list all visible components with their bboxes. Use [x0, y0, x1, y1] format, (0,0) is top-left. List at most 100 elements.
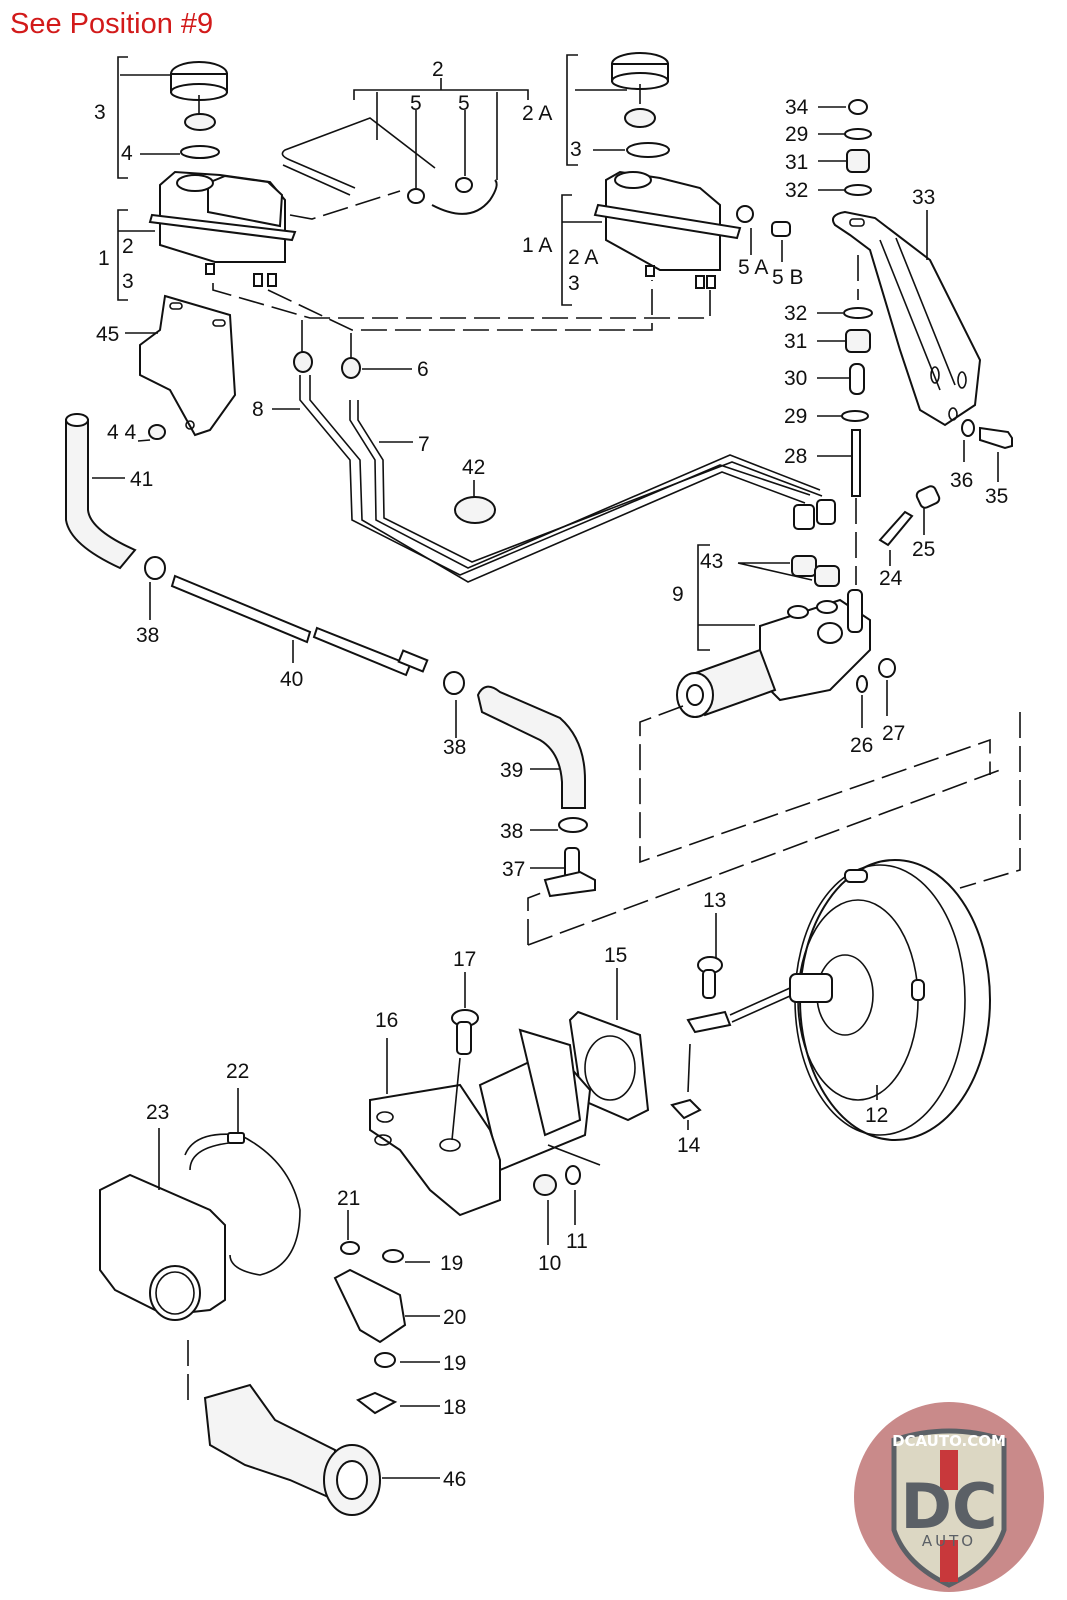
callout-label: 2 A — [568, 246, 598, 269]
fitting-37 — [543, 847, 596, 898]
clamp-38c — [558, 817, 588, 833]
callout-label: 14 — [677, 1134, 701, 1157]
grommet-42 — [454, 496, 496, 524]
callout-label: 1 — [98, 247, 110, 270]
callout-label: 10 — [538, 1252, 561, 1275]
callout-label: 3 — [122, 270, 134, 293]
callout-label: 19 — [440, 1252, 463, 1275]
callout-label: 25 — [912, 538, 935, 561]
callout-label: 23 — [146, 1101, 169, 1124]
callout-label: 2 A — [522, 102, 552, 125]
callout-label: 39 — [500, 759, 523, 782]
callout-label: 16 — [375, 1009, 398, 1032]
reservoir-right — [593, 170, 742, 289]
callout-label: 9 — [672, 583, 684, 606]
callout-label: 38 — [443, 736, 466, 759]
callout-label: 29 — [784, 405, 807, 428]
callout-label: 5 — [458, 92, 470, 115]
nut-10 — [533, 1174, 557, 1196]
callout-label: 3 — [570, 138, 582, 161]
clamp-5a — [736, 205, 754, 223]
callout-label: 5 B — [772, 266, 804, 289]
nut-27 — [878, 658, 896, 678]
callout-label: 29 — [785, 123, 808, 146]
bracket-2a — [566, 54, 578, 166]
callout-label: 11 — [566, 1230, 588, 1253]
callout-label: 37 — [502, 858, 525, 881]
bushing-46 — [203, 1383, 381, 1516]
callout-label: 34 — [785, 96, 809, 119]
pipe-40 — [170, 574, 429, 677]
cap-25 — [915, 485, 941, 509]
pedal-bracket-16 — [369, 1028, 592, 1217]
boot-23 — [99, 1173, 226, 1321]
bushing-21 — [340, 1241, 360, 1255]
callout-label: 38 — [136, 624, 159, 647]
reservoir-left — [148, 170, 297, 287]
clip-14 — [670, 1098, 702, 1120]
callout-label: 5 A — [738, 256, 768, 279]
brake-booster — [729, 859, 991, 1141]
callout-label: 15 — [604, 944, 627, 967]
bushing-19a — [382, 1249, 404, 1263]
callout-label: 31 — [785, 151, 808, 174]
callout-label: 42 — [462, 456, 485, 479]
brake-lines — [293, 351, 836, 583]
reservoir-cap-right — [611, 52, 670, 158]
callout-label: 22 — [226, 1060, 249, 1083]
bracket-9 — [697, 544, 710, 651]
callout-label: 31 — [784, 330, 807, 353]
logo-big-text: DC — [901, 1470, 998, 1543]
callout-label: 24 — [879, 567, 903, 590]
callout-label: 4 — [121, 142, 133, 165]
reservoir-cap-left — [170, 61, 228, 159]
callout-label: 45 — [96, 323, 119, 346]
callout-label: 26 — [850, 734, 873, 757]
callout-label: 20 — [443, 1306, 466, 1329]
callout-label: 2 — [122, 235, 134, 258]
bracket-45 — [139, 294, 237, 437]
clevis — [686, 1010, 732, 1034]
master-cylinder — [676, 555, 871, 718]
washer-36 — [961, 419, 975, 437]
logo-top-text: DCAUTO.COM — [892, 1432, 1006, 1450]
logo-stripe-top — [940, 1450, 958, 1490]
dcauto-logo: DCAUTO.COM DC AUTO — [854, 1402, 1044, 1592]
callout-label: 18 — [443, 1396, 466, 1419]
hose-39 — [476, 685, 586, 809]
callout-label: 13 — [703, 889, 726, 912]
pin-17 — [451, 1009, 479, 1055]
logo-shield — [891, 1428, 1007, 1588]
bolt-35 — [979, 426, 1013, 450]
bracket-1a — [561, 194, 572, 306]
screw-44 — [148, 424, 166, 440]
callout-label: 5 — [410, 92, 422, 115]
callout-label: 3 — [94, 101, 106, 124]
callout-label: 43 — [700, 550, 723, 573]
callout-label: 35 — [985, 485, 1008, 508]
callout-label: 41 — [130, 468, 153, 491]
logo-sub-text: AUTO — [922, 1532, 976, 1550]
mount-hardware-top — [844, 99, 872, 196]
callout-label: 33 — [912, 186, 935, 209]
washer-26 — [856, 675, 868, 693]
clamp-38b — [443, 671, 465, 695]
callout-label: 28 — [784, 445, 807, 468]
callout-label: 40 — [280, 668, 303, 691]
callout-label: 4 4 — [107, 421, 137, 444]
callout-label: 19 — [443, 1352, 466, 1375]
callout-label: 21 — [337, 1187, 360, 1210]
bleeder-24 — [878, 510, 914, 547]
callout-label: 12 — [865, 1104, 888, 1127]
clip-18 — [356, 1391, 398, 1415]
clevis-pin-13 — [697, 956, 723, 999]
callout-label: 3 — [568, 272, 580, 295]
callout-label: 38 — [500, 820, 523, 843]
logo-stripe-bottom — [940, 1540, 958, 1582]
bushing-19b — [374, 1352, 396, 1368]
callout-label: 17 — [453, 948, 476, 971]
callout-label: 1 A — [522, 234, 552, 257]
callout-label: 46 — [443, 1468, 466, 1491]
callout-label: 8 — [252, 398, 264, 421]
